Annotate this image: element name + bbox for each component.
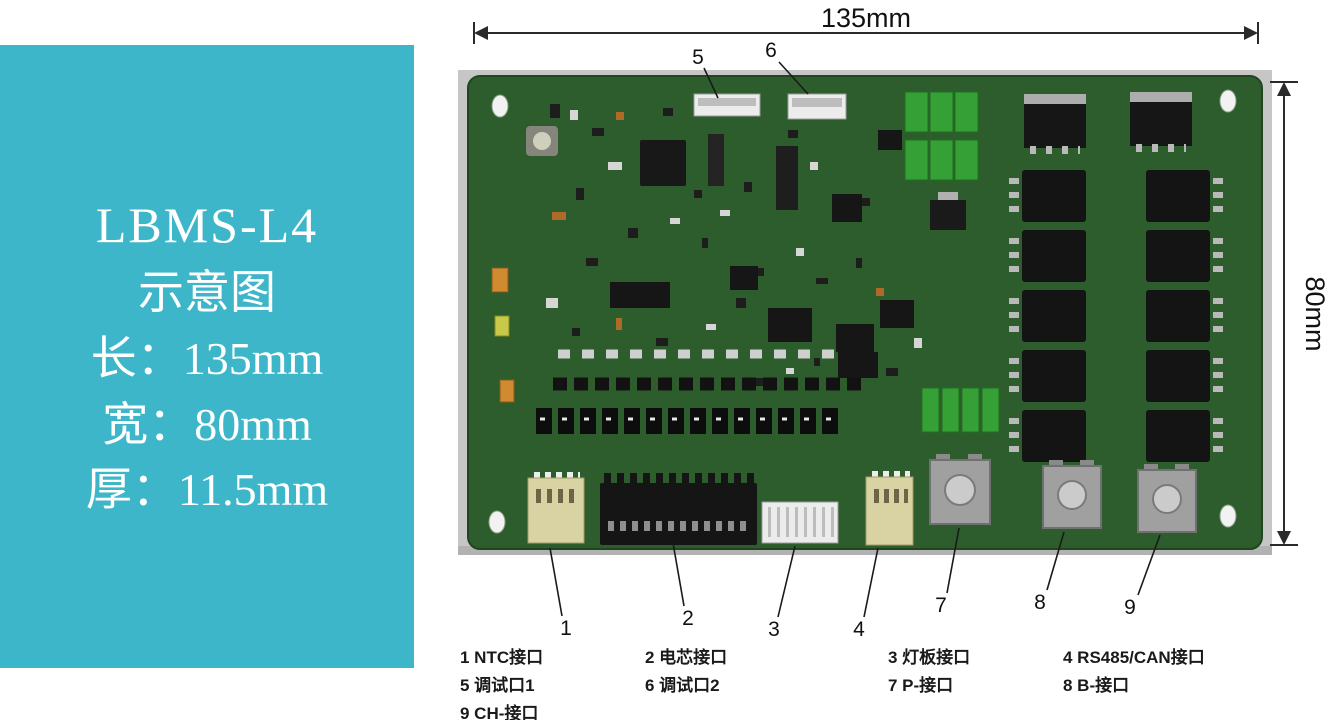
legend-item-6: 6 调试口2: [645, 676, 720, 695]
pcb-components: [491, 91, 1223, 546]
callout-1: 1: [549, 547, 572, 640]
panel-thickness-spec: 厚：11.5mm: [85, 464, 329, 516]
legend-item-3: 3 灯板接口: [888, 648, 971, 667]
height-dimension-label: 80mm: [1300, 276, 1328, 351]
callout-4-number: 4: [853, 618, 865, 641]
legend-item-5: 5 调试口1: [460, 676, 535, 695]
mounting-holes: [488, 89, 1237, 534]
callout-3: 3: [768, 545, 796, 641]
legend-item-4: 4 RS485/CAN接口: [1063, 648, 1205, 667]
callout-7-number: 7: [935, 594, 947, 617]
pcb-image: [458, 70, 1272, 555]
callout-2: 2: [672, 542, 694, 630]
width-dimension-label: 135mm: [821, 3, 911, 33]
callout-3-number: 3: [768, 618, 780, 641]
callout-8-number: 8: [1034, 591, 1046, 614]
panel-width-spec: 宽：80mm: [102, 398, 312, 450]
legend-item-1: 1 NTC接口: [460, 648, 544, 667]
callout-6-number: 6: [765, 39, 777, 62]
height-dimension: 80mm: [1270, 81, 1328, 546]
legend-item-2: 2 电芯接口: [645, 648, 728, 667]
callout-9-number: 9: [1124, 596, 1136, 619]
legend-item-7: 7 P-接口: [888, 676, 954, 695]
callout-5-number: 5: [692, 46, 704, 69]
width-dimension: 135mm: [473, 3, 1259, 44]
callout-1-number: 1: [560, 617, 572, 640]
panel-subtitle: 示意图: [138, 267, 276, 319]
info-panel: LBMS-L4 示意图 长：135mm 宽：80mm 厚：11.5mm: [0, 45, 414, 668]
panel-length-spec: 长：135mm: [90, 332, 324, 384]
legend-item-9: 9 CH-接口: [460, 704, 539, 720]
legend-item-8: 8 B-接口: [1063, 676, 1130, 695]
product-name: LBMS-L4: [95, 197, 319, 254]
callout-2-number: 2: [682, 607, 694, 630]
callout-4: 4: [853, 547, 879, 641]
